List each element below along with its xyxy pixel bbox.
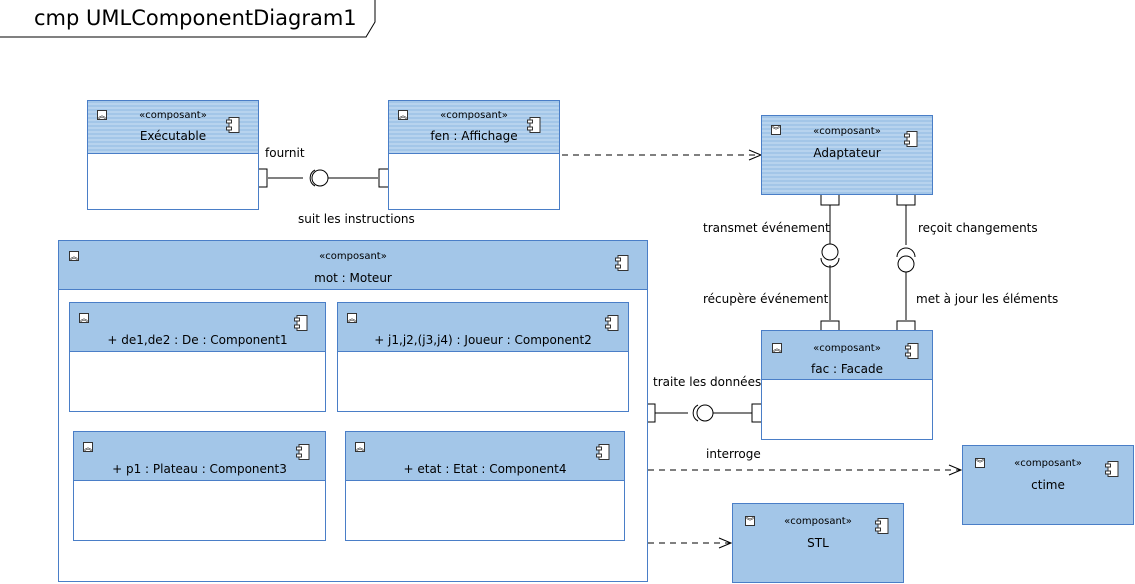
component-executable-header: ︽ «composant» Exécutable bbox=[88, 101, 258, 154]
label-suit-instructions: suit les instructions bbox=[298, 212, 415, 226]
label-transmet-evenement: transmet événement bbox=[703, 221, 830, 235]
component-icon bbox=[226, 117, 240, 133]
lollipop-transmet bbox=[821, 243, 839, 261]
socket-executable-fen bbox=[309, 169, 316, 187]
component-name: ctime bbox=[1031, 478, 1065, 492]
component-stl[interactable]: ︾ «composant» STL bbox=[732, 503, 904, 583]
component-ctime[interactable]: ︾ «composant» ctime bbox=[962, 445, 1134, 525]
frame-title-text: cmp UMLComponentDiagram1 bbox=[34, 6, 357, 30]
label-interroge: interroge bbox=[706, 447, 761, 461]
lollipop-traite bbox=[696, 404, 714, 422]
component-name: fac : Facade bbox=[811, 362, 883, 376]
component-icon bbox=[527, 117, 541, 133]
socket-recoit bbox=[896, 247, 916, 258]
component-name: + de1,de2 : De : Component1 bbox=[107, 333, 288, 347]
collapse-icon[interactable]: ︽ bbox=[83, 442, 93, 452]
stereotype: «composant» bbox=[784, 516, 852, 527]
collapse-icon[interactable]: ︽ bbox=[97, 110, 107, 120]
subcomponent-de-header: ︽ + de1,de2 : De : Component1 bbox=[70, 303, 325, 352]
collapse-icon[interactable]: ︽ bbox=[69, 251, 79, 261]
socket-transmet bbox=[820, 257, 840, 268]
subcomponent-etat-header: ︽ + etat : Etat : Component4 bbox=[346, 432, 624, 481]
component-name: STL bbox=[807, 536, 829, 550]
collapse-icon[interactable]: ︽ bbox=[355, 442, 365, 452]
stereotype: «composant» bbox=[813, 126, 881, 137]
stereotype: «composant» bbox=[813, 343, 881, 354]
subcomponent-joueur[interactable]: ︽ + j1,j2,(j3,j4) : Joueur : Component2 bbox=[337, 302, 629, 412]
component-moteur[interactable]: ︽ «composant» mot : Moteur ︽ + de1,de2 :… bbox=[58, 240, 648, 582]
expand-icon[interactable]: ︾ bbox=[975, 458, 985, 468]
component-facade[interactable]: ︽ «composant» fac : Facade bbox=[761, 330, 933, 440]
component-name: + p1 : Plateau : Component3 bbox=[112, 462, 287, 476]
component-icon bbox=[615, 255, 629, 271]
component-name: + etat : Etat : Component4 bbox=[403, 462, 567, 476]
collapse-icon[interactable]: ︽ bbox=[347, 313, 357, 323]
stereotype: «composant» bbox=[1014, 458, 1082, 469]
component-name: fen : Affichage bbox=[430, 129, 518, 143]
stereotype: «composant» bbox=[139, 110, 207, 121]
label-traite-donnees: traite les données bbox=[653, 375, 762, 389]
label-recupere-evenement: récupère événement bbox=[703, 292, 829, 306]
stereotype: «composant» bbox=[319, 251, 387, 262]
label-met-a-jour: met à jour les éléments bbox=[916, 292, 1059, 306]
component-name: Exécutable bbox=[139, 129, 207, 143]
collapse-icon[interactable]: ︽ bbox=[772, 343, 782, 353]
component-name: + j1,j2,(j3,j4) : Joueur : Component2 bbox=[374, 333, 592, 347]
frame-tab-outline bbox=[0, 0, 376, 38]
subcomponent-etat[interactable]: ︽ + etat : Etat : Component4 bbox=[345, 431, 625, 541]
component-facade-header: ︽ «composant» fac : Facade bbox=[762, 331, 932, 380]
subcomponent-de[interactable]: ︽ + de1,de2 : De : Component1 bbox=[69, 302, 326, 412]
component-adaptateur[interactable]: ︾ «composant» Adaptateur bbox=[761, 115, 933, 195]
expand-icon[interactable]: ︾ bbox=[745, 516, 755, 526]
component-icon bbox=[294, 315, 308, 331]
subcomponent-joueur-header: ︽ + j1,j2,(j3,j4) : Joueur : Component2 bbox=[338, 303, 628, 352]
lollipop-executable-fen bbox=[311, 169, 329, 187]
component-icon bbox=[296, 444, 310, 460]
label-recoit-changements: reçoit changements bbox=[918, 221, 1038, 235]
component-executable[interactable]: ︽ «composant» Exécutable bbox=[87, 100, 259, 210]
component-name: Adaptateur bbox=[813, 146, 881, 160]
component-icon bbox=[904, 131, 918, 147]
component-affichage[interactable]: ︽ «composant» fen : Affichage bbox=[388, 100, 560, 210]
subcomponent-plateau[interactable]: ︽ + p1 : Plateau : Component3 bbox=[73, 431, 326, 541]
component-icon bbox=[605, 315, 619, 331]
component-name: mot : Moteur bbox=[314, 271, 392, 285]
expand-icon[interactable]: ︾ bbox=[771, 125, 781, 135]
component-icon bbox=[1105, 461, 1119, 477]
socket-traite bbox=[692, 404, 699, 422]
subcomponent-plateau-header: ︽ + p1 : Plateau : Component3 bbox=[74, 432, 325, 481]
stereotype: «composant» bbox=[440, 110, 508, 121]
component-icon bbox=[905, 343, 919, 359]
component-moteur-header: ︽ «composant» mot : Moteur bbox=[59, 241, 647, 290]
component-icon bbox=[875, 518, 889, 534]
lollipop-recoit bbox=[897, 255, 915, 273]
collapse-icon[interactable]: ︽ bbox=[79, 313, 89, 323]
label-fournit: fournit bbox=[265, 146, 305, 160]
component-affichage-header: ︽ «composant» fen : Affichage bbox=[389, 101, 559, 154]
diagram-frame-title: cmp UMLComponentDiagram1 bbox=[0, 0, 376, 38]
collapse-icon[interactable]: ︽ bbox=[398, 110, 408, 120]
component-icon bbox=[596, 444, 610, 460]
